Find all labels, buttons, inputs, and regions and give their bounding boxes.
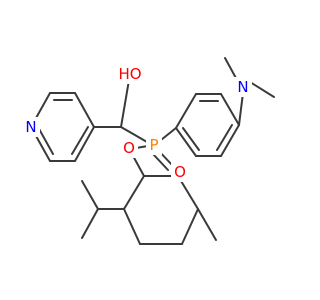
bond-cyclohexane — [123, 208, 141, 245]
bond-phosphorus-aryl — [160, 127, 177, 141]
atom-amine-n: N — [234, 77, 252, 97]
atom-pyridine-n: N — [22, 117, 40, 137]
bond-aryl-inner — [216, 124, 233, 151]
bond-aryl-inner — [182, 127, 200, 151]
atom-hydroxyl: HO — [116, 64, 144, 84]
bond-pyridine-inner — [37, 126, 54, 155]
bond-pyridine — [74, 92, 95, 128]
bond-carbinol-hydroxyl — [120, 79, 130, 128]
atom-label-hydroxyl: HO — [118, 65, 141, 83]
atom-label-pyridine-n: N — [25, 118, 36, 136]
bond-pyridine — [74, 126, 95, 162]
bond-p-o-double-b — [152, 153, 169, 171]
bond-aryl — [220, 93, 240, 126]
bond-layer — [30, 57, 275, 245]
atom-label-layer: HO N P O O N — [22, 64, 252, 182]
bond-aryl — [175, 93, 197, 129]
bond-pyridine-inner — [71, 126, 89, 155]
atom-phosphoryl-o: O — [171, 162, 189, 182]
molecule-structure: HO N P O O N — [22, 57, 275, 245]
bond-aryl — [175, 127, 197, 157]
bond-isopropyl — [81, 208, 99, 239]
bond-aryl — [220, 124, 240, 157]
bond-amine-methyl — [224, 57, 238, 81]
bond-aryl-amine — [238, 92, 244, 126]
atom-ester-o: O — [120, 138, 138, 158]
atom-label-ester-o: O — [123, 139, 135, 157]
atom-label-phosphoryl-o: O — [174, 163, 186, 181]
atom-label-phosphorus: P — [149, 136, 158, 154]
bond-amine-methyl — [249, 81, 275, 98]
bond-ring-methyl — [197, 208, 217, 241]
bond-cyclohexane — [123, 175, 145, 210]
atom-phosphorus: P — [146, 135, 162, 155]
bond-carbinol-phosphorus — [120, 126, 148, 143]
atom-label-amine-n: N — [237, 78, 248, 96]
bond-cyclohexane — [181, 208, 199, 245]
bond-isopropyl — [81, 180, 99, 210]
